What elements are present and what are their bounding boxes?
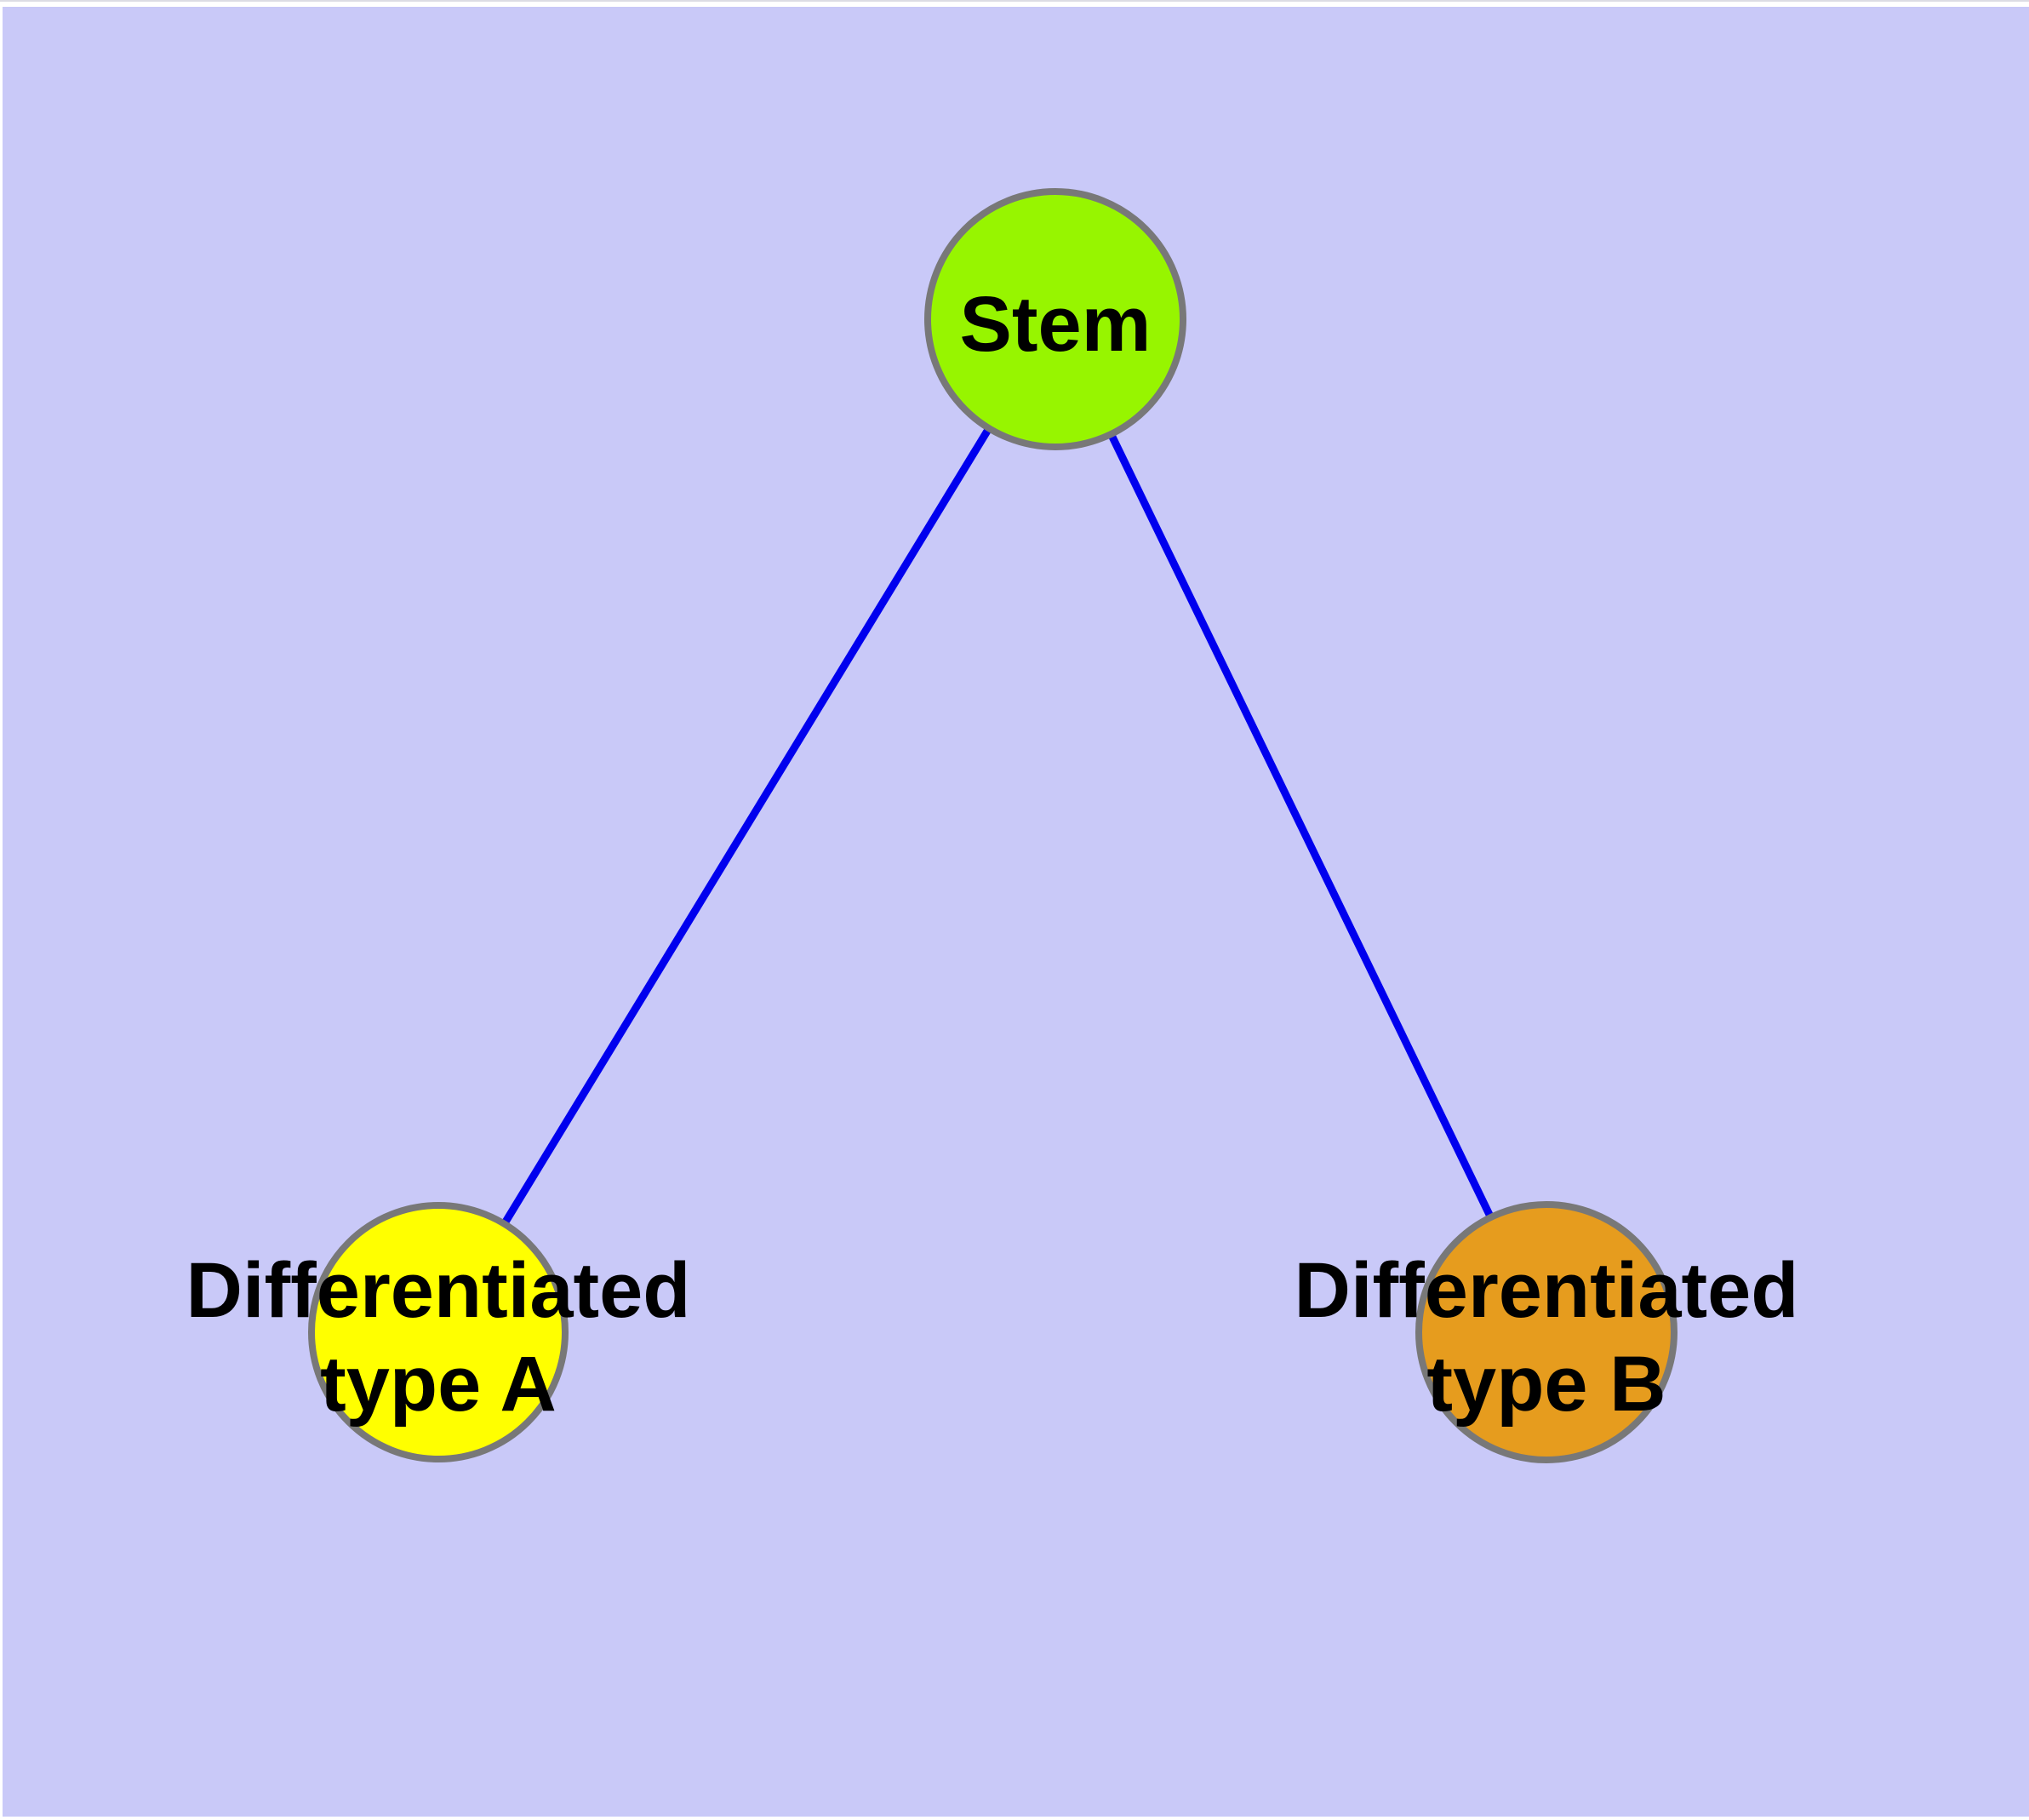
node-differentiated-type-a <box>308 1202 569 1462</box>
edge-stem-to-type-a <box>435 317 1059 1335</box>
node-differentiated-type-b <box>1415 1201 1677 1463</box>
node-stem <box>924 188 1186 450</box>
node-type-b-label-line1: Differentiated <box>1295 1247 1799 1334</box>
node-type-b-label-line2: type B <box>1426 1341 1666 1428</box>
node-type-a-label-line1: Differentiated <box>186 1247 691 1334</box>
edge-stem-to-type-b <box>1051 318 1551 1334</box>
node-type-a-label-line2: type A <box>320 1341 557 1428</box>
top-edge-hairline <box>0 0 2029 2</box>
node-stem-label: Stem <box>960 281 1152 368</box>
